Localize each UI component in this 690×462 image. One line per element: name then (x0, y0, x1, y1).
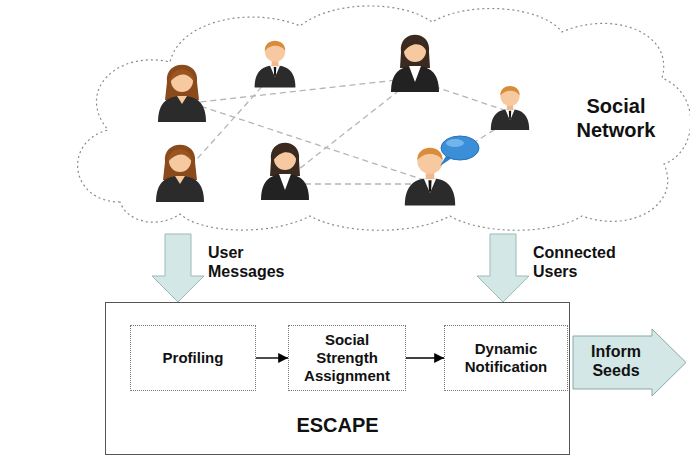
edge-label: User Messages (208, 243, 296, 281)
output-arrow: Inform Seeds (572, 328, 688, 397)
social-link (180, 72, 510, 184)
node-label: Dynamic Notification (445, 340, 567, 376)
person-icon (261, 143, 309, 200)
cloud-outline (78, 6, 690, 230)
arrow-outline (573, 329, 686, 396)
flow-arrow (256, 357, 288, 358)
region-label: Social Network (560, 94, 672, 142)
person-icon (156, 145, 204, 202)
speech-bubble (440, 136, 479, 166)
system-name: ESCAPE (106, 413, 569, 437)
system-box: Profiling Social Strength Assignment Dynam… (105, 302, 570, 455)
process-box: Profiling (130, 325, 256, 391)
cloud-region: Social Network (60, 2, 685, 234)
block-arrow (152, 234, 204, 302)
node-label: Inform Seeds (576, 342, 656, 380)
process-box: Dynamic Notification (444, 325, 568, 391)
person-icon (255, 41, 296, 88)
process-box: Social Strength Assignment (288, 325, 406, 391)
cloud-outline (60, 2, 685, 234)
person-icon (158, 65, 206, 122)
node-label: Social Strength Assignment (289, 331, 405, 385)
person-icon (391, 35, 439, 92)
edge-label: Connected Users (533, 243, 629, 281)
node-label: Profiling (131, 349, 255, 367)
person-icon (491, 86, 529, 130)
flow-arrow (406, 357, 444, 358)
block-arrow (477, 234, 529, 302)
